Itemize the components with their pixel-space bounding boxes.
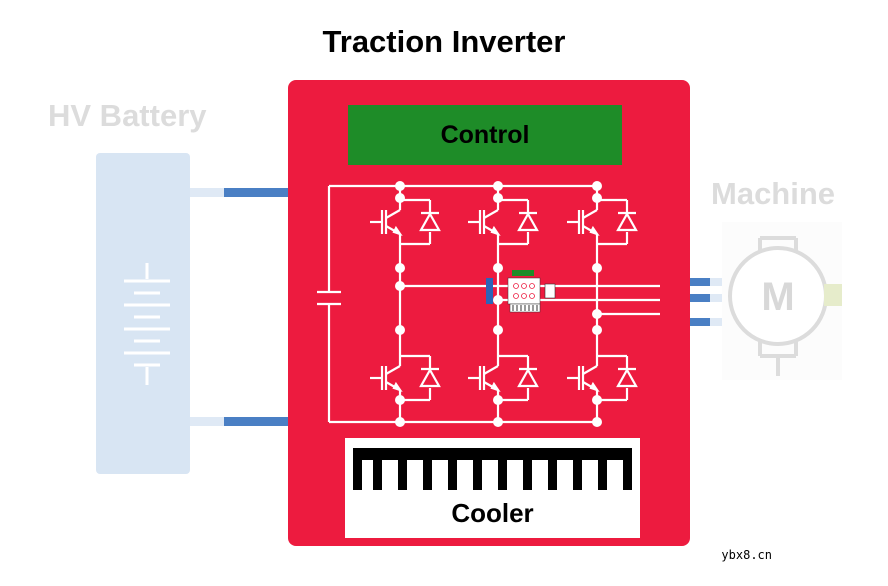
control-label: Control	[440, 121, 530, 149]
cooler-label: Cooler	[451, 498, 534, 528]
machine-label: Machine	[711, 176, 836, 211]
cooler-block: Cooler	[345, 438, 640, 538]
control-block: Control	[348, 105, 622, 165]
diagram-title: Traction Inverter	[322, 24, 566, 59]
battery-label: HV Battery	[48, 98, 207, 133]
hv-battery	[96, 153, 190, 474]
watermark: ybx8.cn	[721, 548, 772, 562]
machine-symbol-letter: M	[761, 275, 794, 319]
battery-cell-symbol	[124, 263, 170, 385]
heatsink-fins-icon	[353, 448, 632, 490]
